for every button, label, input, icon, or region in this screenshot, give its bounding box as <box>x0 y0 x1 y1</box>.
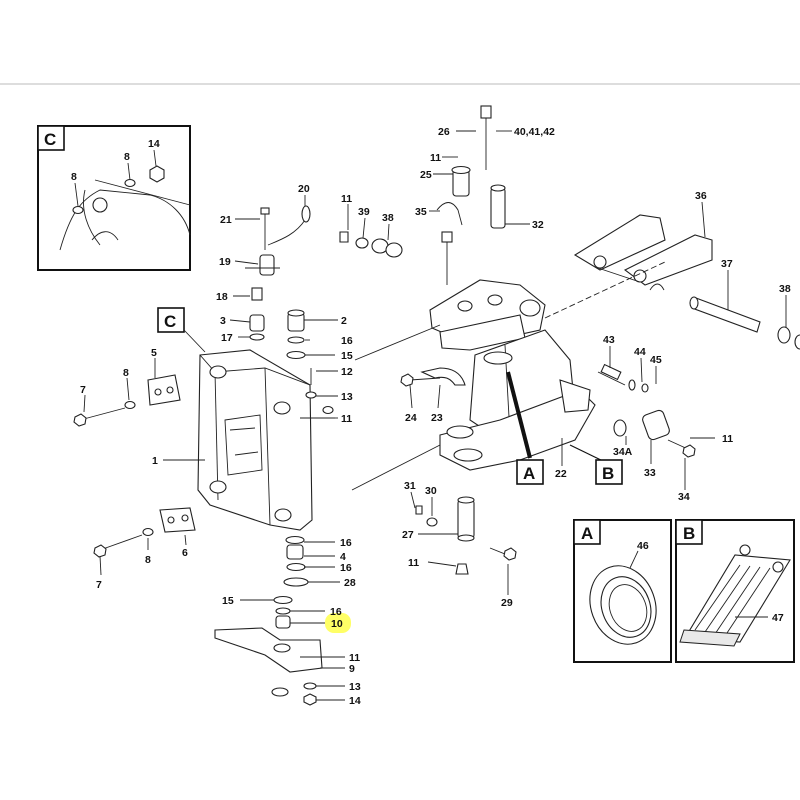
callout-47: 47 <box>772 612 784 624</box>
callout-5: 5 <box>151 347 157 359</box>
left-frame-assembly <box>73 205 335 706</box>
detail-a-letter: A <box>581 524 593 543</box>
callout-28: 28 <box>344 577 356 589</box>
b-marker-letter: B <box>602 464 614 483</box>
callout-17: 17 <box>221 332 233 344</box>
callout-23: 23 <box>431 412 443 424</box>
callout-11: 11 <box>341 413 352 425</box>
c-marker-main: C <box>157 307 206 353</box>
callout-11: 11 <box>722 433 733 445</box>
callout-2: 2 <box>341 315 347 327</box>
callout-26: 26 <box>438 126 450 138</box>
callout-8: 8 <box>123 367 129 379</box>
b-marker-main: B <box>595 459 623 485</box>
callout-22: 22 <box>555 468 567 480</box>
detail-b-letter: B <box>683 524 695 543</box>
callout-38: 38 <box>779 283 791 295</box>
leader-lines <box>74 130 787 701</box>
callout-18: 18 <box>216 291 228 303</box>
callout-14: 14 <box>349 695 361 707</box>
callout-33: 33 <box>644 467 656 479</box>
callout-46: 46 <box>637 540 649 552</box>
callout-40-41-42: 40,41,42 <box>514 126 555 138</box>
detail-a-panel: A <box>573 519 672 663</box>
callout-15: 15 <box>222 595 234 607</box>
callout-38: 38 <box>382 212 394 224</box>
callout-16: 16 <box>341 335 353 347</box>
callout-37: 37 <box>721 258 733 270</box>
callout-11: 11 <box>349 652 360 664</box>
callout-14: 14 <box>148 138 160 150</box>
detail-c-panel: C <box>37 125 191 271</box>
a-marker-main: A <box>516 459 544 485</box>
callout-4: 4 <box>340 551 346 563</box>
callout-labels: 26 40,41,42 11 25 11 39 38 35 32 36 37 3… <box>71 126 791 707</box>
callout-30: 30 <box>425 485 437 497</box>
callout-9: 9 <box>349 663 355 675</box>
callout-7: 7 <box>80 384 86 396</box>
callout-44: 44 <box>634 346 646 358</box>
callout-43: 43 <box>603 334 615 346</box>
callout-13: 13 <box>341 391 353 403</box>
callout-6: 6 <box>182 547 188 559</box>
c-marker-letter: C <box>164 312 176 331</box>
callout-34A: 34A <box>613 446 633 458</box>
callout-32: 32 <box>532 219 544 231</box>
callout-8: 8 <box>71 171 77 183</box>
a-marker-letter: A <box>523 464 535 483</box>
callout-19: 19 <box>219 256 231 268</box>
callout-16: 16 <box>340 562 352 574</box>
callout-8: 8 <box>124 151 130 163</box>
callout-24: 24 <box>405 412 417 424</box>
callout-15: 15 <box>341 350 353 362</box>
callout-11: 11 <box>430 152 441 164</box>
callout-12: 12 <box>341 366 353 378</box>
callout-20: 20 <box>298 183 310 195</box>
callout-34: 34 <box>678 491 690 503</box>
callout-10: 10 <box>331 618 343 630</box>
detail-b-panel: B <box>675 519 795 663</box>
callout-7: 7 <box>96 579 102 591</box>
callout-39: 39 <box>358 206 370 218</box>
callout-45: 45 <box>650 354 662 366</box>
callout-27: 27 <box>402 529 414 541</box>
callout-11: 11 <box>408 557 419 569</box>
detail-c-letter: C <box>44 130 56 149</box>
callout-16: 16 <box>340 537 352 549</box>
callout-11: 11 <box>341 193 352 205</box>
callout-8: 8 <box>145 554 151 566</box>
callout-13: 13 <box>349 681 361 693</box>
callout-1: 1 <box>152 455 158 467</box>
callout-21: 21 <box>220 214 232 226</box>
callout-35: 35 <box>415 206 427 218</box>
callout-25: 25 <box>420 169 432 181</box>
callout-16: 16 <box>330 606 342 618</box>
callout-36: 36 <box>695 190 707 202</box>
callout-3: 3 <box>220 315 226 327</box>
callout-29: 29 <box>501 597 513 609</box>
right-swivel-assembly <box>339 105 800 575</box>
highlight-10 <box>325 613 351 633</box>
callout-31: 31 <box>404 480 416 492</box>
